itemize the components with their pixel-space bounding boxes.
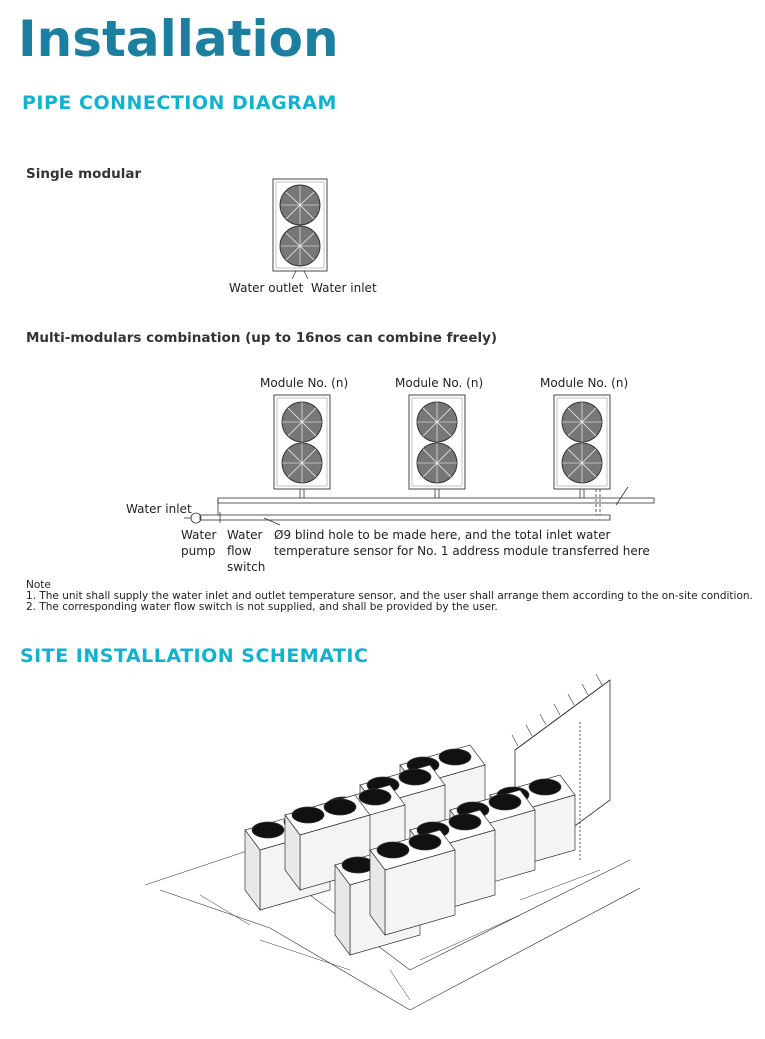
single-water-outlet-label: Water outlet [229,281,304,295]
note-item-2: 2. The corresponding water flow switch i… [26,601,498,613]
sensor-note-line2: temperature sensor for No. 1 address mod… [274,544,650,558]
module-unit [273,394,331,490]
pipe-connection-heading: PIPE CONNECTION DIAGRAM [22,92,337,114]
multi-water-inlet-label: Water inlet [126,502,192,516]
fan-icon [279,184,321,226]
fan-icon [279,225,321,267]
multi-module-piping-drawing [184,394,655,526]
module-label-3: Module No. (n) [540,376,629,390]
site-installation-heading: SITE INSTALLATION SCHEMATIC [20,645,369,667]
multi-modular-heading: Multi-modulars combination (up to 16nos … [26,330,498,346]
single-unit-drawing [272,178,328,280]
note-heading: Note [26,579,51,591]
wall-hatching [511,673,603,747]
single-modular-heading: Single modular [26,166,142,182]
module-label-2: Module No. (n) [395,376,484,390]
water-pump-label-line1: Water [181,528,217,542]
water-pump-label-line2: pump [181,544,216,558]
module-unit [408,394,466,490]
dimension-lines [199,869,601,1001]
flow-switch-label-line2: flow [227,544,252,558]
flow-switch-label-line3: switch [227,560,266,574]
module-unit [553,394,611,490]
sensor-note-line1: Ø9 blind hole to be made here, and the t… [274,528,611,542]
single-water-inlet-label: Water inlet [311,281,377,295]
module-label-1: Module No. (n) [260,376,349,390]
flow-switch-label-line1: Water [227,528,263,542]
page-title: Installation [18,10,339,68]
site-unit-front-3 [369,829,456,937]
note-item-1: 1. The unit shall supply the water inlet… [26,590,753,602]
site-installation-illustration [144,673,641,1011]
